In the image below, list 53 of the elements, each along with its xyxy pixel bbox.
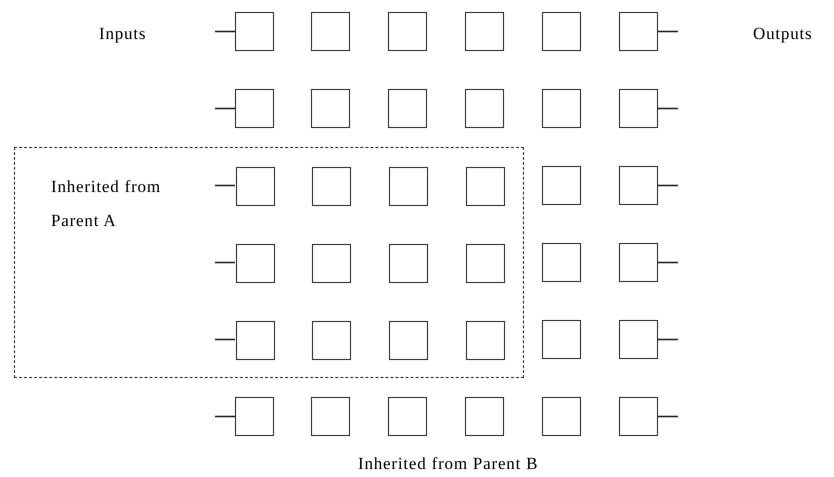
square-box: [388, 397, 427, 436]
square-box: [311, 12, 350, 51]
connector-stub: [215, 262, 235, 264]
square-box: [619, 166, 658, 205]
square-box: [465, 89, 504, 128]
square-box: [465, 397, 504, 436]
square-box: [465, 12, 504, 51]
square-box: [312, 321, 351, 360]
square-box: [235, 397, 274, 436]
square-box: [389, 167, 428, 206]
square-box: [389, 244, 428, 283]
square-box: [542, 89, 581, 128]
square-box: [235, 12, 274, 51]
connector-stub: [215, 338, 235, 340]
connector-stub: [658, 416, 678, 418]
square-box: [236, 321, 275, 360]
square-box: [389, 321, 428, 360]
text-label: Inherited from Parent B: [358, 454, 538, 474]
connector-stub: [215, 184, 235, 186]
square-box: [311, 397, 350, 436]
connector-stub: [658, 184, 678, 186]
square-box: [312, 244, 351, 283]
square-box: [619, 320, 658, 359]
square-box: [542, 320, 581, 359]
square-box: [312, 167, 351, 206]
region-label: Inherited from Parent A: [51, 176, 162, 232]
square-box: [236, 244, 275, 283]
connector-stub: [215, 30, 235, 32]
square-box: [619, 243, 658, 282]
square-box: [466, 321, 505, 360]
square-box: [311, 89, 350, 128]
dashed-region: [14, 147, 524, 378]
square-box: [619, 397, 658, 436]
text-label: Outputs: [753, 24, 812, 44]
connector-stub: [658, 108, 678, 110]
square-box: [619, 89, 658, 128]
square-box: [388, 12, 427, 51]
square-box: [542, 166, 581, 205]
square-box: [235, 89, 274, 128]
connector-stub: [215, 416, 235, 418]
connector-stub: [215, 108, 235, 110]
connector-stub: [658, 338, 678, 340]
text-label: Inputs: [99, 24, 146, 44]
square-box: [466, 244, 505, 283]
connector-stub: [658, 262, 678, 264]
square-box: [619, 12, 658, 51]
square-box: [542, 243, 581, 282]
square-box: [466, 167, 505, 206]
square-box: [542, 397, 581, 436]
square-box: [542, 12, 581, 51]
connector-stub: [658, 30, 678, 32]
square-box: [236, 167, 275, 206]
square-box: [388, 89, 427, 128]
